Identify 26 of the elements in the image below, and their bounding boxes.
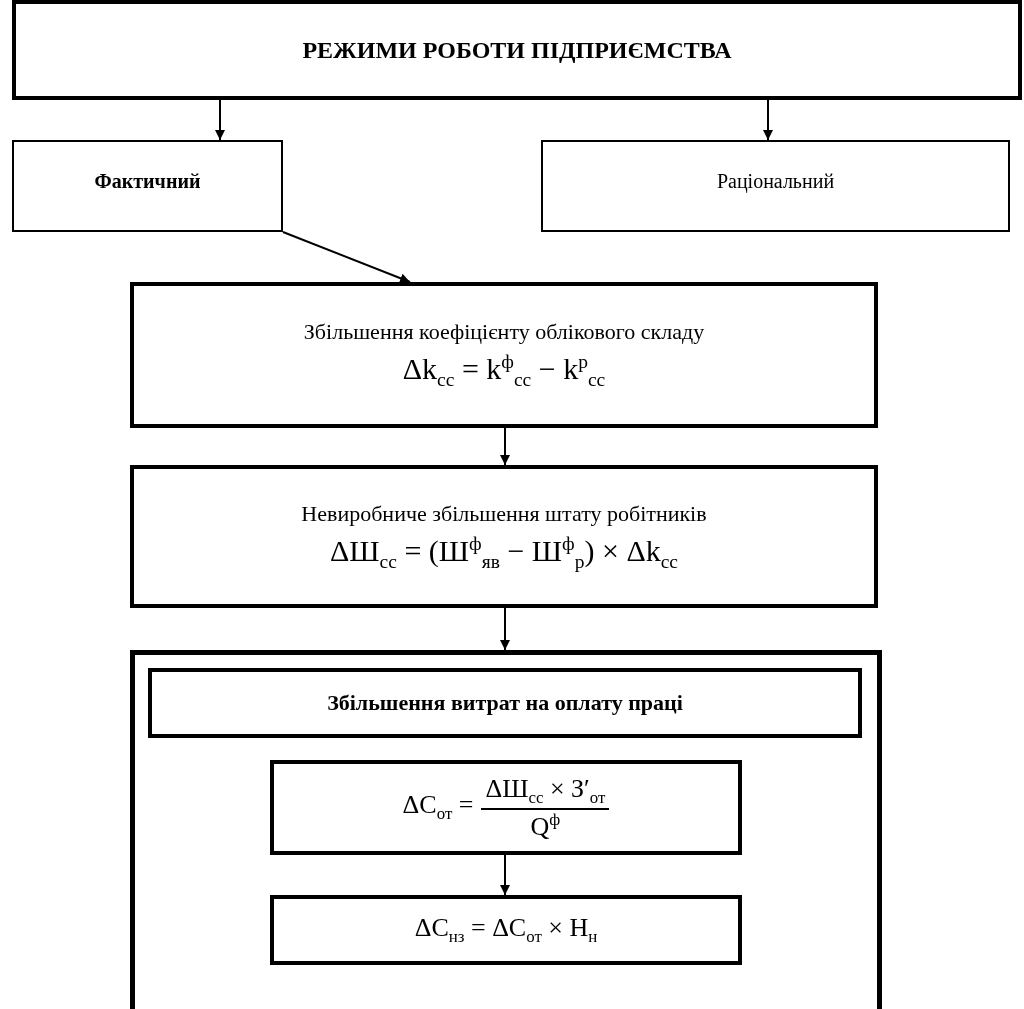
arrow <box>500 427 510 466</box>
arrow <box>282 231 411 283</box>
process-box <box>130 282 878 428</box>
arrow <box>500 854 510 896</box>
arrow <box>215 99 225 141</box>
formula-denominator: Q$^{ф}$ <box>530 809 561 842</box>
box-label: Фактичний <box>94 170 201 193</box>
box-label: РЕЖИМИ РОБОТИ ПІДПРИЄМСТВА <box>302 36 732 64</box>
group-frame <box>130 650 882 1009</box>
box-label: Раціональний <box>716 170 835 193</box>
box-label: Збільшення коефіцієнту облікового складу <box>303 319 705 345</box>
box-label: ΔС$_{нз}$ = ΔС$_{от}$ × Н$_{н}$ <box>414 912 598 948</box>
arrow <box>500 607 510 651</box>
process-box <box>541 140 1010 232</box>
box-label: Збільшення витрат на оплату праці <box>327 690 683 716</box>
process-box <box>270 895 742 965</box>
arrow <box>763 99 773 141</box>
formula-numerator: ΔШ$_{сс}$ × З′$_{от}$ <box>481 773 610 810</box>
process-box <box>270 760 742 855</box>
process-box <box>12 140 283 232</box>
formula-text: ΔШ$_{сс}$ = (Ш$^{ф}$$_{яв}$ − Ш$^{ф}$$_{р}$) × Δk$_{сс}$ <box>330 532 678 573</box>
process-box <box>148 668 862 738</box>
process-box <box>130 465 878 608</box>
formula-text: ΔС$_{от}$ = <box>402 790 474 825</box>
process-box <box>12 0 1022 100</box>
box-label: Невиробниче збільшення штату робітників <box>301 500 707 527</box>
